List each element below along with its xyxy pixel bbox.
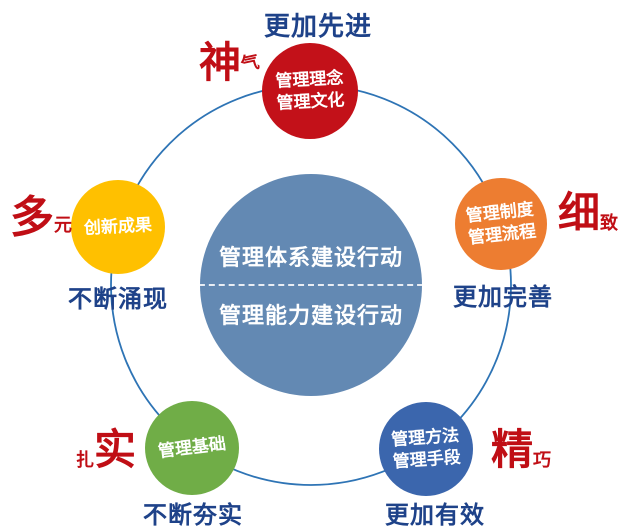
node-innovation-text: 创新成果 [83,214,153,240]
center-line-1: 管理体系建设行动 [218,245,403,270]
node-foundation-text: 管理基础 [157,433,227,463]
keyword-big-char: 精 [491,426,534,473]
center-hub-circle: 管理体系建设行动 管理能力建设行动 [200,174,422,396]
caption-system: 更加完善 [453,284,553,311]
node-circle-innovation-results: 创新成果 [71,180,165,274]
keyword-tag-shen-qi: 神气 [199,39,261,86]
keyword-small-char: 气 [239,51,261,75]
center-line-2: 管理能力建设行动 [218,303,403,328]
caption-concept: 更加先进 [263,11,373,41]
node-concept-line-2: 管理文化 [276,90,346,113]
center-dashed-divider [200,284,422,286]
keyword-small-char: 元 [54,215,72,235]
node-circle-method-means: 管理方法 管理手段 [379,402,473,496]
node-innovation-line-1: 创新成果 [83,215,153,238]
keyword-small-char: 巧 [533,450,552,470]
caption-innovation: 不断涌现 [68,286,168,313]
node-concept-text: 管理理念 管理文化 [275,67,345,115]
node-circle-concept-culture: 管理理念 管理文化 [262,43,358,139]
caption-foundation: 不断夯实 [143,502,243,528]
keyword-small-char: 致 [600,213,619,233]
keyword-tag-jing-qiao: 精巧 [491,429,551,471]
keyword-tag-zha-shi: 扎实 [76,429,136,471]
node-method-line-2: 管理手段 [392,447,462,472]
keyword-tag-duo-yuan: 多元 [10,196,72,240]
node-method-text: 管理方法 管理手段 [391,425,462,474]
node-foundation-line-1: 管理基础 [157,433,227,462]
keyword-big-char: 神 [199,39,242,86]
keyword-big-char: 细 [558,189,601,236]
keyword-big-char: 实 [94,426,137,473]
node-circle-foundation: 管理基础 [145,401,239,495]
keyword-big-char: 多 [10,193,54,242]
caption-method: 更加有效 [385,502,485,528]
node-circle-system-process: 管理制度 管理流程 [455,178,547,270]
keyword-tag-xi-zhi: 细致 [558,192,618,234]
keyword-small-char: 扎 [76,450,94,470]
node-system-text: 管理制度 管理流程 [465,198,537,249]
